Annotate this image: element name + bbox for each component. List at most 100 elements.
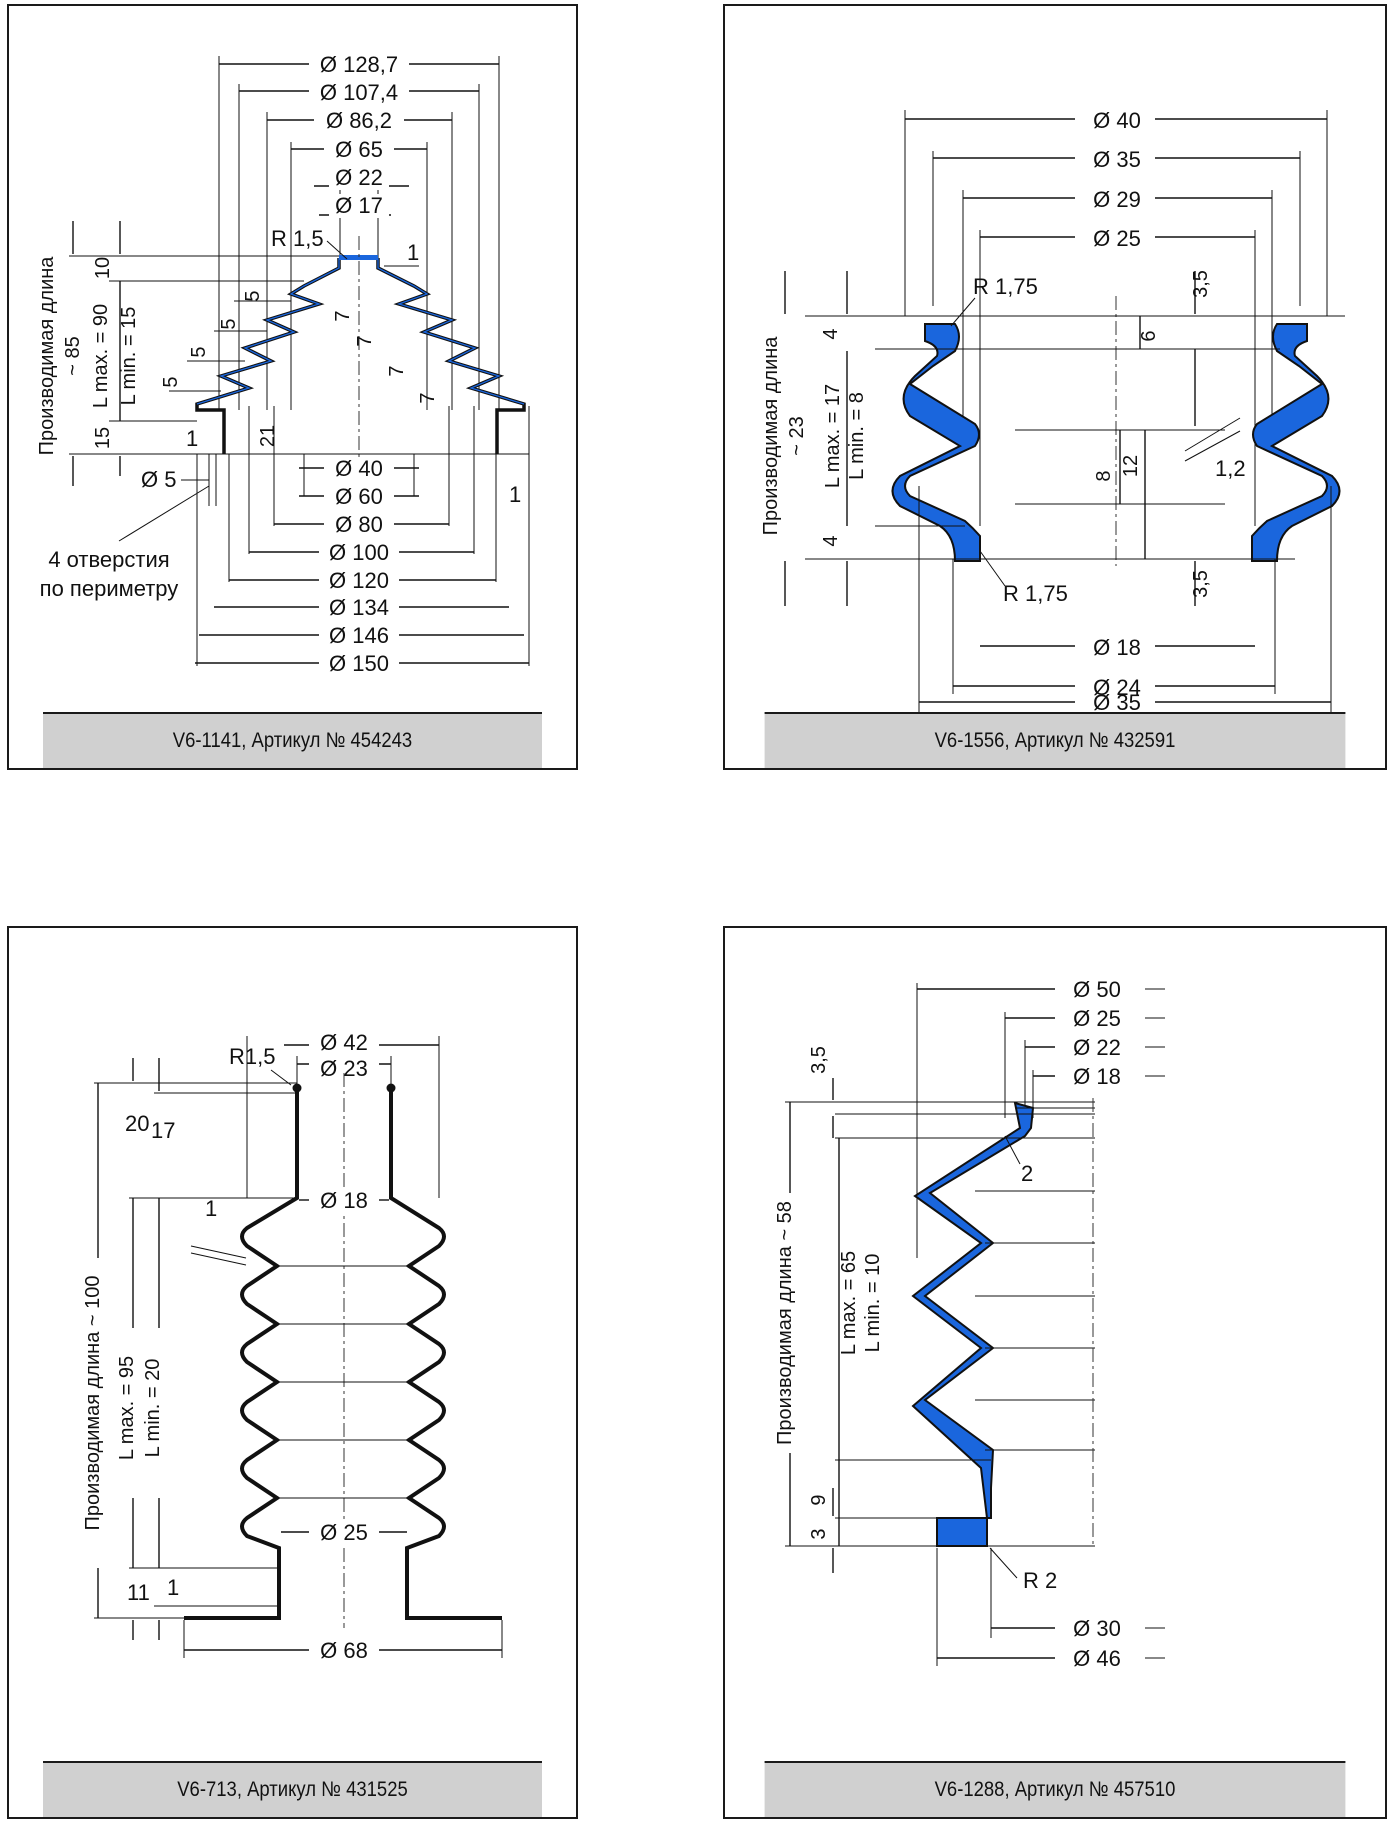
dim-label: 5 (188, 346, 210, 357)
hole-dia-label: Ø 5 (141, 467, 176, 492)
panel-caption: V6-1141, Артикул № 454243 (43, 712, 542, 768)
dim-label: 3,5 (808, 1046, 830, 1074)
dia-label: Ø 107,4 (320, 80, 398, 105)
dia-label: Ø 60 (335, 484, 383, 509)
dia-label: Ø 68 (320, 1638, 368, 1663)
dim-label: 6 (1138, 330, 1160, 341)
panel-caption: V6-713, Артикул № 431525 (43, 1761, 542, 1817)
dia-label: Ø 17 (335, 193, 383, 218)
dia-label: Ø 35 (1093, 147, 1141, 172)
dim-label: 7 (332, 310, 354, 321)
length-label: Производимая длина ~ 100 (82, 1276, 104, 1531)
dim-label: 7 (417, 392, 439, 403)
radius-label: R 1,75 (973, 274, 1038, 299)
bottom-dimension-lines (195, 406, 530, 666)
dim-label: 20 (125, 1111, 149, 1136)
dim-label: 1 (205, 1196, 217, 1221)
top-dimension-lines (904, 110, 1328, 526)
lmin-label: L min. = 8 (846, 392, 868, 480)
dim-label: 1,2 (1215, 456, 1246, 481)
length-label: Производимая длина (760, 336, 782, 536)
dia-label: Ø 100 (329, 540, 389, 565)
dia-label: Ø 25 (1093, 226, 1141, 251)
dim-label: 2 (1021, 1161, 1033, 1186)
dia-label: Ø 24 (1093, 675, 1141, 700)
dia-label: Ø 18 (1093, 635, 1141, 660)
lmax-label: L max. = 90 (90, 304, 112, 408)
dim-label: 11 (127, 1580, 150, 1605)
radius-label: R 1,75 (1003, 581, 1068, 606)
dia-label: Ø 80 (335, 512, 383, 537)
length-value: ~ 23 (786, 416, 808, 455)
bellows-drawing: Ø 40 Ø 35 Ø 29 Ø 25 R 1,75 R 1,75 (760, 106, 1345, 714)
length-label: Производимая длина (36, 256, 58, 456)
dia-label: Ø 86,2 (326, 108, 392, 133)
dim-label: 5 (242, 290, 264, 301)
dia-label: Ø 65 (335, 137, 383, 162)
dim-label: 12 (1120, 455, 1142, 477)
panel-caption: V6-1556, Артикул № 432591 (764, 712, 1346, 768)
dim-label: 10 (92, 257, 114, 279)
left-dimensions (784, 271, 848, 606)
dia-label: Ø 22 (335, 165, 383, 190)
hole-note: 4 отверстия (48, 547, 169, 572)
bottom-dimension-lines (936, 1548, 1165, 1666)
dia-label: Ø 134 (329, 595, 389, 620)
bellows-profile (805, 296, 1345, 566)
dim-label: 3,5 (1190, 570, 1212, 598)
lmax-label: L max. = 95 (116, 1356, 138, 1460)
dia-label: Ø 18 (320, 1188, 368, 1213)
dim-label: 7 (386, 365, 408, 376)
dia-label: Ø 150 (329, 651, 389, 676)
dim-label: 3,5 (1190, 270, 1212, 298)
dia-label: Ø 25 (1073, 1006, 1121, 1031)
drawing-panel-v6-1141: Ø 128,7 Ø 107,4 Ø 86,2 Ø 65 Ø 22 Ø 17 R … (7, 4, 578, 770)
dim-label: 4 (820, 535, 842, 546)
bellows-profile (785, 1098, 1095, 1548)
dia-label: Ø 25 (320, 1520, 368, 1545)
bellows-drawing: Ø 50 Ø 25 Ø 22 Ø 18 2 R 2 (774, 977, 1165, 1671)
left-dimensions (69, 221, 339, 486)
dim-label: 5 (218, 318, 240, 329)
dia-label: Ø 42 (320, 1030, 368, 1055)
dim-label: 9 (808, 1494, 830, 1505)
bellows-drawing: Ø 42 Ø 23 R1,5 Ø 18 Ø 25 (82, 1029, 503, 1663)
lmin-label: L min. = 20 (142, 1359, 164, 1458)
lmin-label: L min. = 10 (862, 1254, 884, 1353)
dim-label: 3 (808, 1528, 830, 1539)
radius-label: R 1,5 (271, 226, 324, 251)
dim-label: 5 (160, 376, 182, 387)
dia-label: Ø 22 (1073, 1035, 1121, 1060)
dia-label: Ø 50 (1073, 977, 1121, 1002)
dia-label: Ø 35 (1093, 690, 1141, 714)
dim-label: 21 (257, 425, 279, 447)
hole-note: по периметру (40, 576, 179, 601)
dia-label: Ø 146 (329, 623, 389, 648)
lmax-label: L max. = 65 (838, 1251, 860, 1355)
dia-label: Ø 29 (1093, 187, 1141, 212)
dim-label: 8 (1093, 470, 1115, 481)
dia-label: Ø 30 (1073, 1616, 1121, 1641)
drawing-panel-v6-1288: Ø 50 Ø 25 Ø 22 Ø 18 2 R 2 (723, 926, 1387, 1819)
dim-label: 1 (167, 1575, 179, 1600)
dim-label: 1 (509, 482, 521, 507)
radius-label: R 2 (1023, 1568, 1057, 1593)
drawing-panel-v6-713: Ø 42 Ø 23 R1,5 Ø 18 Ø 25 (7, 926, 578, 1819)
dia-label: Ø 46 (1073, 1646, 1121, 1671)
bellows-drawing: Ø 128,7 Ø 107,4 Ø 86,2 Ø 65 Ø 22 Ø 17 R … (36, 52, 530, 676)
dim-label: 1 (186, 426, 198, 451)
dim-label: 15 (92, 427, 114, 449)
drawing-panel-v6-1556: Ø 40 Ø 35 Ø 29 Ø 25 R 1,75 R 1,75 (723, 4, 1387, 770)
bellows-profile (195, 236, 529, 476)
dia-label: Ø 40 (1093, 108, 1141, 133)
lmax-label: L max. = 17 (822, 384, 844, 488)
dia-label: Ø 18 (1073, 1064, 1121, 1089)
dim-label: 7 (354, 335, 376, 346)
dim-label: 1 (407, 240, 419, 265)
length-value: ~ 85 (62, 336, 84, 375)
dim-label: 4 (820, 328, 842, 339)
panel-caption: V6-1288, Артикул № 457510 (764, 1761, 1346, 1817)
top-dimension-lines (916, 983, 1165, 1258)
dia-label: Ø 128,7 (320, 52, 398, 77)
lmin-label: L min. = 15 (118, 307, 140, 406)
